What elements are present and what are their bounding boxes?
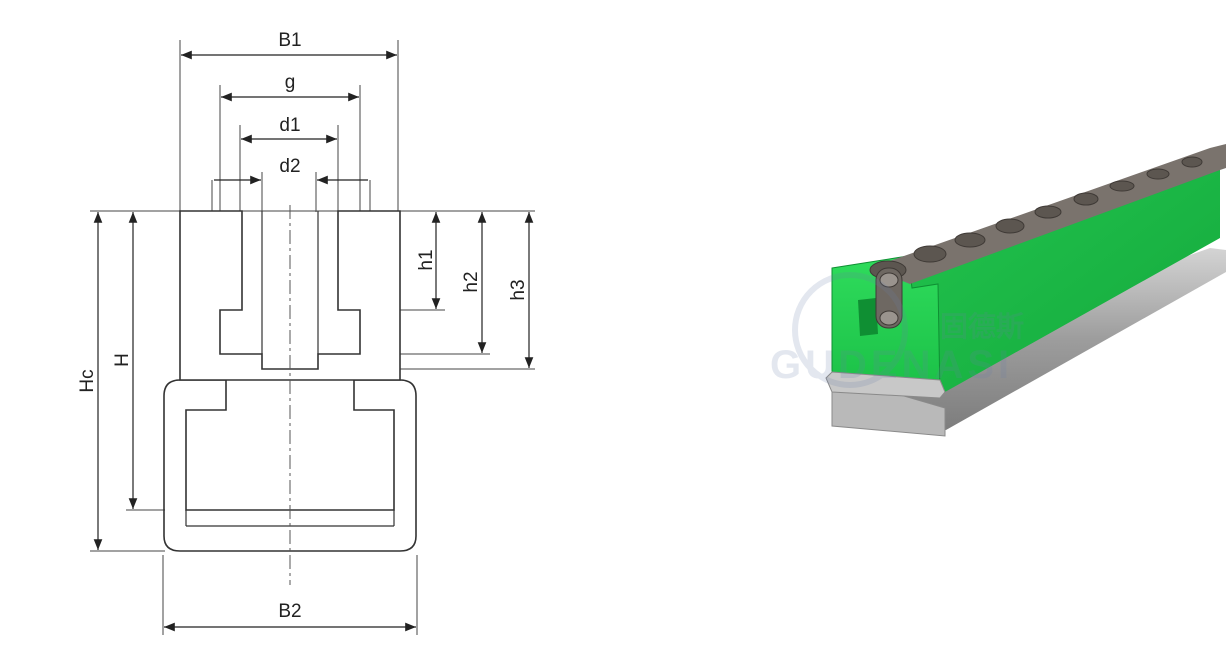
chain-roller (1073, 192, 1099, 206)
watermark-cn: 固德斯 (940, 311, 1024, 342)
cross-section-drawing: B1 g d1 d2 h1 h2 h3 Hc H B2 (77, 30, 535, 635)
guide-slot-walls (261, 211, 319, 354)
label-B1: B1 (278, 30, 301, 51)
watermark-logo-ring (792, 272, 908, 388)
chain-pin (879, 272, 899, 288)
extension-lines (90, 40, 535, 635)
label-Hc: Hc (77, 369, 98, 392)
product-photo: 固德斯 GUDENASI (770, 144, 1226, 437)
watermark: 固德斯 GUDENASI (770, 272, 1024, 388)
roller-chain (869, 144, 1226, 329)
steel-flange (825, 371, 946, 399)
guide-slot (858, 298, 878, 336)
label-h2: h2 (461, 271, 482, 292)
dimension-lines (93, 50, 534, 632)
label-H: H (112, 353, 133, 367)
label-g: g (285, 72, 296, 93)
chain-roller (1181, 156, 1203, 168)
rail-inner-edge (185, 510, 395, 526)
chain-roller (995, 218, 1025, 234)
label-h1: h1 (416, 249, 437, 270)
label-h3: h3 (508, 279, 529, 300)
green-guide-side (910, 162, 1220, 395)
chain-roller (954, 232, 986, 248)
chain-roller (913, 245, 947, 263)
chain-roller (1034, 205, 1062, 219)
label-B2: B2 (278, 601, 301, 622)
watermark-en: GUDENASI (770, 343, 1013, 387)
chain-roller (1146, 168, 1170, 180)
label-d2: d2 (279, 156, 300, 177)
chain-roller (1109, 180, 1135, 192)
chain-pin (879, 310, 899, 326)
label-d1: d1 (279, 115, 300, 136)
